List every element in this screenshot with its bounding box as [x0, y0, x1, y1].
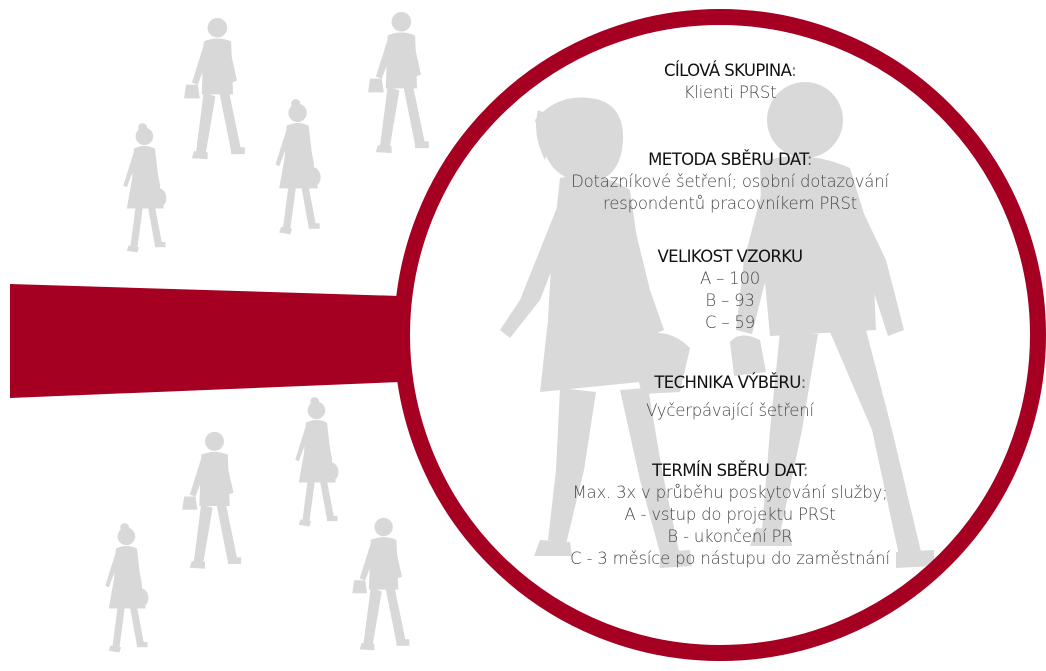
section-heading: METODA SBĚRU DAT: — [520, 149, 940, 171]
collection-method-line: respondentů pracovníkem PRSt — [603, 194, 857, 213]
walking-person-icon — [352, 517, 410, 651]
walking-person-icon — [500, 97, 692, 568]
sample-size-section: VELIKOST VZORKU A – 100 B – 93 C – 59 — [520, 246, 940, 334]
collection-method-heading: METODA SBĚRU DAT — [648, 150, 807, 169]
section-heading: TERMÍN SBĚRU DAT: — [520, 460, 940, 482]
walking-person-icon — [123, 123, 167, 253]
magnifier-ring — [394, 9, 1046, 661]
section-heading: TECHNIKA VÝBĚRU: — [520, 372, 940, 394]
collection-term-line: C - 3 měsíce po nástupu do zaměstnání — [570, 549, 890, 568]
target-group-section: CÍLOVÁ SKUPINA: Klienti PRSt — [520, 60, 940, 104]
collection-method-line: Dotazníkové šetření; osobní dotazování — [571, 172, 889, 191]
sample-size-line: B – 93 — [705, 291, 755, 310]
heading-colon: : — [800, 373, 807, 392]
collection-term-line: Max. 3x v průběhu poskytování služby; — [572, 483, 888, 502]
walking-person-icon — [105, 523, 149, 653]
target-group-line: Klienti PRSt — [683, 83, 777, 102]
collection-term-heading: TERMÍN SBĚRU DAT — [652, 461, 803, 480]
walking-person-icon — [730, 82, 934, 568]
heading-colon: : — [802, 461, 809, 480]
selection-technique-line: Vyčerpávající šetření — [646, 401, 814, 420]
sample-size-line: A – 100 — [699, 269, 761, 288]
collection-term-line: A - vstup do projektu PRSt — [624, 505, 836, 524]
magnified-people — [500, 82, 934, 568]
section-heading: CÍLOVÁ SKUPINA: — [520, 60, 940, 82]
walking-person-icon — [368, 11, 429, 154]
collection-term-line: B - ukončení PR — [667, 527, 793, 546]
sample-size-heading: VELIKOST VZORKU — [657, 247, 804, 266]
target-group-heading: CÍLOVÁ SKUPINA — [663, 61, 792, 80]
heading-colon: : — [806, 150, 813, 169]
collection-method-section: METODA SBĚRU DAT: Dotazníkové šetření; o… — [520, 149, 940, 215]
selection-technique-section: TECHNIKA VÝBĚRU: Vyčerpávající šetření — [520, 372, 940, 422]
sample-size-line: C – 59 — [704, 313, 756, 332]
walking-person-icon — [295, 397, 339, 527]
walking-person-icon — [184, 17, 245, 160]
walking-person-icon — [275, 99, 321, 235]
collection-term-section: TERMÍN SBĚRU DAT: Max. 3x v průběhu posk… — [520, 460, 940, 570]
heading-colon: : — [791, 61, 797, 80]
magnifier-handle — [10, 284, 400, 398]
selection-technique-heading: TECHNIKA VÝBĚRU — [654, 373, 801, 392]
walking-person-icon — [182, 431, 242, 569]
section-heading: VELIKOST VZORKU — [520, 246, 940, 268]
